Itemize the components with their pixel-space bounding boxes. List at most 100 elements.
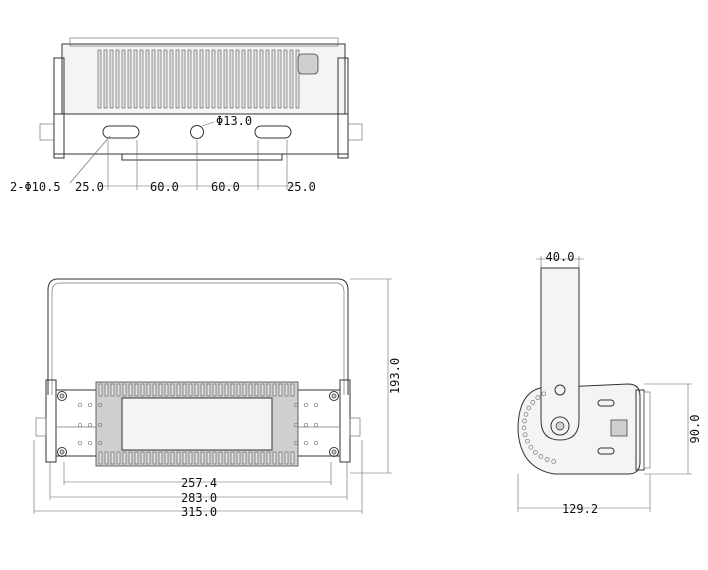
top-fin: [145, 49, 150, 109]
top-fin: [235, 49, 240, 109]
mount-hole: [313, 402, 319, 408]
center-hole-callout: Φ13.0: [216, 114, 252, 128]
bracket-width-label: 40.0: [546, 250, 575, 264]
tilt-hole: [523, 411, 529, 417]
front-fin-top: [260, 383, 265, 397]
tilt-hole: [530, 400, 536, 405]
top-fin: [229, 49, 234, 109]
front-fin-bottom: [284, 451, 289, 465]
width-label-3: 315.0: [181, 505, 217, 519]
mount-hole: [293, 440, 299, 446]
tilt-hole: [533, 449, 538, 455]
top-view-left-bolt: [39, 123, 55, 141]
top-fin: [139, 49, 144, 109]
center-hole: [190, 125, 204, 139]
tilt-hole: [551, 459, 557, 464]
mount-hole: [77, 422, 83, 428]
front-fin-top: [230, 383, 235, 397]
side-view-tilt-holes: [521, 391, 557, 464]
spacing-label-1: 25.0: [75, 180, 104, 194]
front-fin-top: [206, 383, 211, 397]
top-fin: [271, 49, 276, 109]
front-fin-top: [164, 383, 169, 397]
tilt-hole: [522, 418, 527, 424]
front-fin-bottom: [212, 451, 217, 465]
depth-label: 129.2: [562, 502, 598, 516]
center-hole-leader: [201, 121, 215, 127]
front-fin-top: [188, 383, 193, 397]
front-fin-top: [254, 383, 259, 397]
side-view-upper-slot: [597, 399, 615, 407]
front-fin-bottom: [98, 451, 103, 465]
side-height-label: 90.0: [688, 415, 702, 444]
right-slot: [254, 125, 292, 139]
top-view-fins: [97, 49, 300, 109]
front-fin-bottom: [206, 451, 211, 465]
front-fin-bottom: [188, 451, 193, 465]
front-fin-top: [152, 383, 157, 397]
mount-hole: [97, 422, 103, 428]
mount-hole: [87, 402, 93, 408]
mount-hole: [303, 422, 309, 428]
mount-hole: [293, 422, 299, 428]
top-fin: [115, 49, 120, 109]
front-fin-bottom: [236, 451, 241, 465]
tilt-hole: [544, 457, 550, 462]
front-view-lens-window: [121, 397, 273, 451]
mount-hole: [293, 402, 299, 408]
top-fin: [253, 49, 258, 109]
front-fin-bottom: [152, 451, 157, 465]
top-view-bracket: [53, 113, 349, 155]
front-view-fins: [98, 383, 295, 465]
tilt-hole: [526, 405, 532, 411]
top-fin: [241, 49, 246, 109]
front-fin-top: [116, 383, 121, 397]
front-fin-bottom: [164, 451, 169, 465]
height-label: 193.0: [388, 358, 402, 394]
slot-leader: [69, 135, 111, 184]
top-fin: [157, 49, 162, 109]
front-fin-top: [98, 383, 103, 397]
top-fin: [97, 49, 102, 109]
top-fin: [247, 49, 252, 109]
spacing-label-3: 60.0: [211, 180, 240, 194]
front-fin-top: [134, 383, 139, 397]
left-slot: [102, 125, 140, 139]
front-fin-top: [146, 383, 151, 397]
front-fin-bottom: [272, 451, 277, 465]
front-fin-top: [176, 383, 181, 397]
front-fin-bottom: [218, 451, 223, 465]
side-view-main-pivot: [550, 416, 570, 436]
front-fin-bottom: [194, 451, 199, 465]
top-fin: [295, 49, 300, 109]
top-fin: [121, 49, 126, 109]
front-fin-bottom: [224, 451, 229, 465]
front-view-u-bracket: [47, 278, 349, 395]
top-view-top-rim: [69, 37, 339, 47]
top-view: 2-Φ10.5 Φ13.0 25.0 60.0 60.0 25.0: [10, 37, 363, 194]
front-fin-bottom: [266, 451, 271, 465]
front-fin-bottom: [110, 451, 115, 465]
mount-hole: [87, 440, 93, 446]
top-fin: [283, 49, 288, 109]
mount-hole: [313, 422, 319, 428]
mount-hole: [87, 422, 93, 428]
front-fin-top: [248, 383, 253, 397]
front-fin-top: [140, 383, 145, 397]
side-view-arm-bracket: [540, 267, 580, 441]
mount-hole: [313, 440, 319, 446]
front-fin-top: [284, 383, 289, 397]
side-view-upper-pivot: [554, 384, 566, 396]
front-fin-bottom: [146, 451, 151, 465]
front-view-right-knob: [349, 417, 361, 437]
top-fin: [181, 49, 186, 109]
front-fin-top: [128, 383, 133, 397]
tilt-hole: [535, 395, 541, 400]
front-fin-bottom: [158, 451, 163, 465]
front-fin-top: [194, 383, 199, 397]
front-fin-bottom: [104, 451, 109, 465]
top-view-right-bolt: [347, 123, 363, 141]
tilt-hole: [521, 425, 527, 431]
front-fin-bottom: [260, 451, 265, 465]
